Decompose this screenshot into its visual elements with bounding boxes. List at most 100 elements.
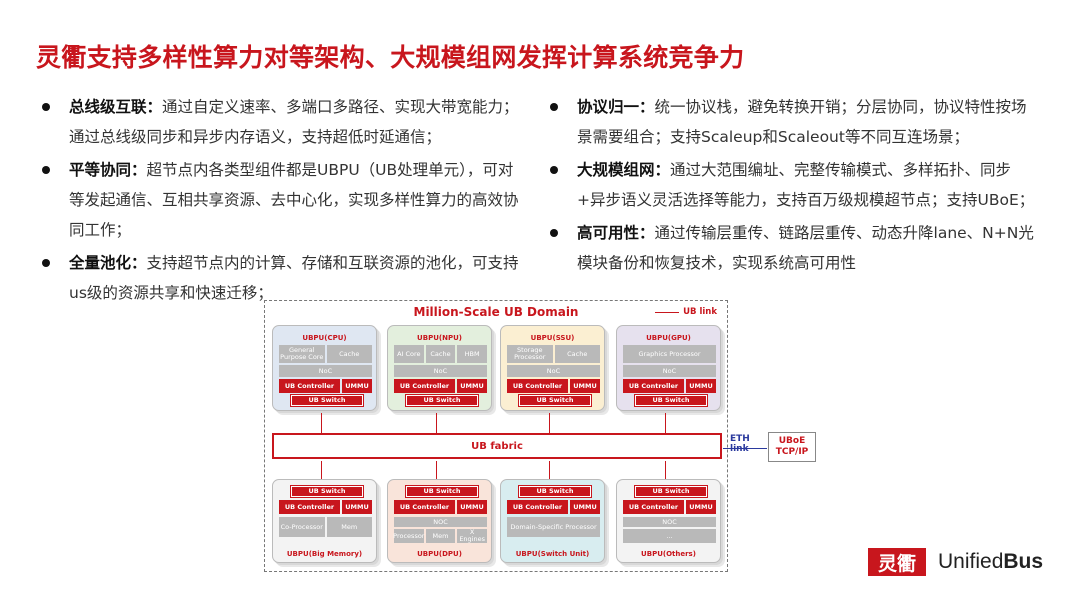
bullet-text: 通过自定义速率、多端口多路径、实现大带宽能力；通过总线级同步和异步内存语义，支持… (69, 98, 519, 146)
uboe-label: UBoE (778, 436, 806, 446)
noc-block: NoC (394, 365, 487, 377)
logo-wordmark: UnifiedBus (938, 550, 1043, 574)
ub-switch-block: UB Switch (405, 485, 479, 498)
ub-fabric: UB fabric (272, 433, 722, 459)
ummu-block: UMMU (686, 379, 716, 393)
ub-switch-block: UB Switch (634, 485, 708, 498)
compute-unit: HBM (457, 345, 487, 363)
ub-link-line (321, 461, 322, 479)
eth-link-label: ETH link (730, 434, 750, 454)
left-bullet-list: 总线级互联：通过自定义速率、多端口多路径、实现大带宽能力；通过总线级同步和异步内… (40, 92, 520, 311)
right-bullet-list: 协议归一：统一协议栈，避免转换开销；分层协同，协议特性按场景需要组合；支持Sca… (548, 92, 1038, 281)
ub-link-legend-label: UB link (683, 307, 717, 317)
ub-switch-block: UB Switch (518, 394, 592, 407)
unifiedbus-logo: 灵衢 UnifiedBus (868, 548, 1043, 576)
ub-switch-block: UB Switch (634, 394, 708, 407)
ub-link-line (436, 461, 437, 479)
ummu-block: UMMU (570, 500, 600, 514)
noc-block: NOC (623, 517, 716, 527)
ubpu-card-title: UBPU(GPU) (646, 334, 691, 342)
ubpu-card-title: UBPU(Big Memory) (286, 550, 363, 558)
ub-controller-block: UB Controller (279, 379, 340, 393)
ub-switch-block: UB Switch (518, 485, 592, 498)
ub-domain-diagram: Million-Scale UB Domain UB link UB fabri… (264, 300, 816, 572)
ubpu-card-title: UBPU(Switch Unit) (515, 550, 590, 558)
eth-link-line (723, 448, 767, 449)
bullet-heading: 全量池化： (69, 254, 147, 272)
compute-unit: Processor (393, 529, 424, 543)
ub-controller-block: UB Controller (507, 379, 568, 393)
bullet-item: 平等协同：超节点内各类型组件都是UBPU（UB处理单元），可对等发起通信、互相共… (40, 155, 520, 245)
ubpu-card-title: UBPU(SSU) (530, 334, 575, 342)
bullet-dot-icon (550, 103, 558, 111)
ub-link-line (436, 413, 437, 433)
ub-link-line-icon (655, 311, 680, 313)
bullet-heading: 总线级互联： (69, 98, 163, 116)
ummu-block: UMMU (457, 500, 487, 514)
bullet-text: 支持超节点内的计算、存储和互联资源的池化，可支持us级的资源共享和快速迁移； (69, 254, 519, 302)
ummu-block: UMMU (342, 379, 372, 393)
ub-switch-block: UB Switch (290, 485, 364, 498)
logo-word-unified: Unified (938, 550, 1004, 573)
diagram-title: Million-Scale UB Domain (413, 305, 579, 319)
bullet-text: 通过大范围编址、完整传输模式、多样拓扑、同步+异步语义灵活选择等能力，支持百万级… (577, 161, 1035, 209)
bullet-dot-icon (42, 259, 50, 267)
ub-controller-block: UB Controller (623, 379, 684, 393)
bullet-item: 协议归一：统一协议栈，避免转换开销；分层协同，协议特性按场景需要组合；支持Sca… (548, 92, 1038, 152)
logo-mark: 灵衢 (868, 548, 926, 576)
ummu-block: UMMU (570, 379, 600, 393)
compute-unit: ... (623, 529, 716, 543)
ub-controller-block: UB Controller (394, 379, 455, 393)
ub-switch-block: UB Switch (405, 394, 479, 407)
compute-unit: General Purpose Core (279, 345, 325, 363)
bullet-heading: 协议归一： (577, 98, 655, 116)
ubpu-card-title: UBPU(NPU) (417, 334, 462, 342)
compute-unit: Domain-Specific Processor (507, 517, 600, 537)
page-title: 灵衢支持多样性算力对等架构、大规模组网发挥计算系统竞争力 (36, 43, 745, 72)
ub-switch-block: UB Switch (290, 394, 364, 407)
tcpip-label: TCP/IP (775, 447, 809, 457)
bullet-dot-icon (550, 229, 558, 237)
bullet-item: 全量池化：支持超节点内的计算、存储和互联资源的池化，可支持us级的资源共享和快速… (40, 248, 520, 308)
noc-block: NoC (623, 365, 716, 377)
compute-unit: Mem (326, 517, 372, 537)
compute-unit: AI Core (394, 345, 424, 363)
compute-unit: X Engines (457, 528, 487, 543)
ubpu-card-title: UBPU(Others) (641, 550, 696, 558)
compute-unit: Cache (425, 345, 456, 363)
bullet-text: 超节点内各类型组件都是UBPU（UB处理单元），可对等发起通信、互相共享资源、去… (69, 161, 519, 239)
ub-controller-block: UB Controller (507, 500, 568, 514)
compute-unit: Storage Processor (507, 345, 553, 363)
bullet-item: 高可用性：通过传输层重传、链路层重传、动态升降lane、N+N光模块备份和恢复技… (548, 218, 1038, 278)
noc-block: NOC (394, 517, 487, 527)
ub-link-line (321, 413, 322, 433)
ub-link-line (665, 461, 666, 479)
bullet-heading: 大规模组网： (577, 161, 671, 179)
ub-link-line (665, 413, 666, 433)
logo-word-bus: Bus (1003, 550, 1044, 573)
compute-unit: Co-Processor (279, 517, 325, 537)
ub-link-line (549, 461, 550, 479)
bullet-dot-icon (42, 166, 50, 174)
ub-link-legend: UB link (655, 307, 717, 317)
noc-block: NoC (279, 365, 372, 377)
uboe-box: UBoE TCP/IP (768, 432, 816, 462)
noc-block: NoC (507, 365, 600, 377)
bullet-item: 大规模组网：通过大范围编址、完整传输模式、多样拓扑、同步+异步语义灵活选择等能力… (548, 155, 1038, 215)
bullet-heading: 平等协同： (69, 161, 147, 179)
ub-controller-block: UB Controller (394, 500, 455, 514)
compute-unit: Cache (326, 345, 372, 363)
bullet-text: 统一协议栈，避免转换开销；分层协同，协议特性按场景需要组合；支持Scaleup和… (577, 98, 1027, 146)
bullet-dot-icon (42, 103, 50, 111)
ub-controller-block: UB Controller (279, 500, 340, 514)
compute-unit: Cache (554, 345, 600, 363)
compute-unit: Mem (425, 529, 456, 543)
bullet-heading: 高可用性： (577, 224, 655, 242)
